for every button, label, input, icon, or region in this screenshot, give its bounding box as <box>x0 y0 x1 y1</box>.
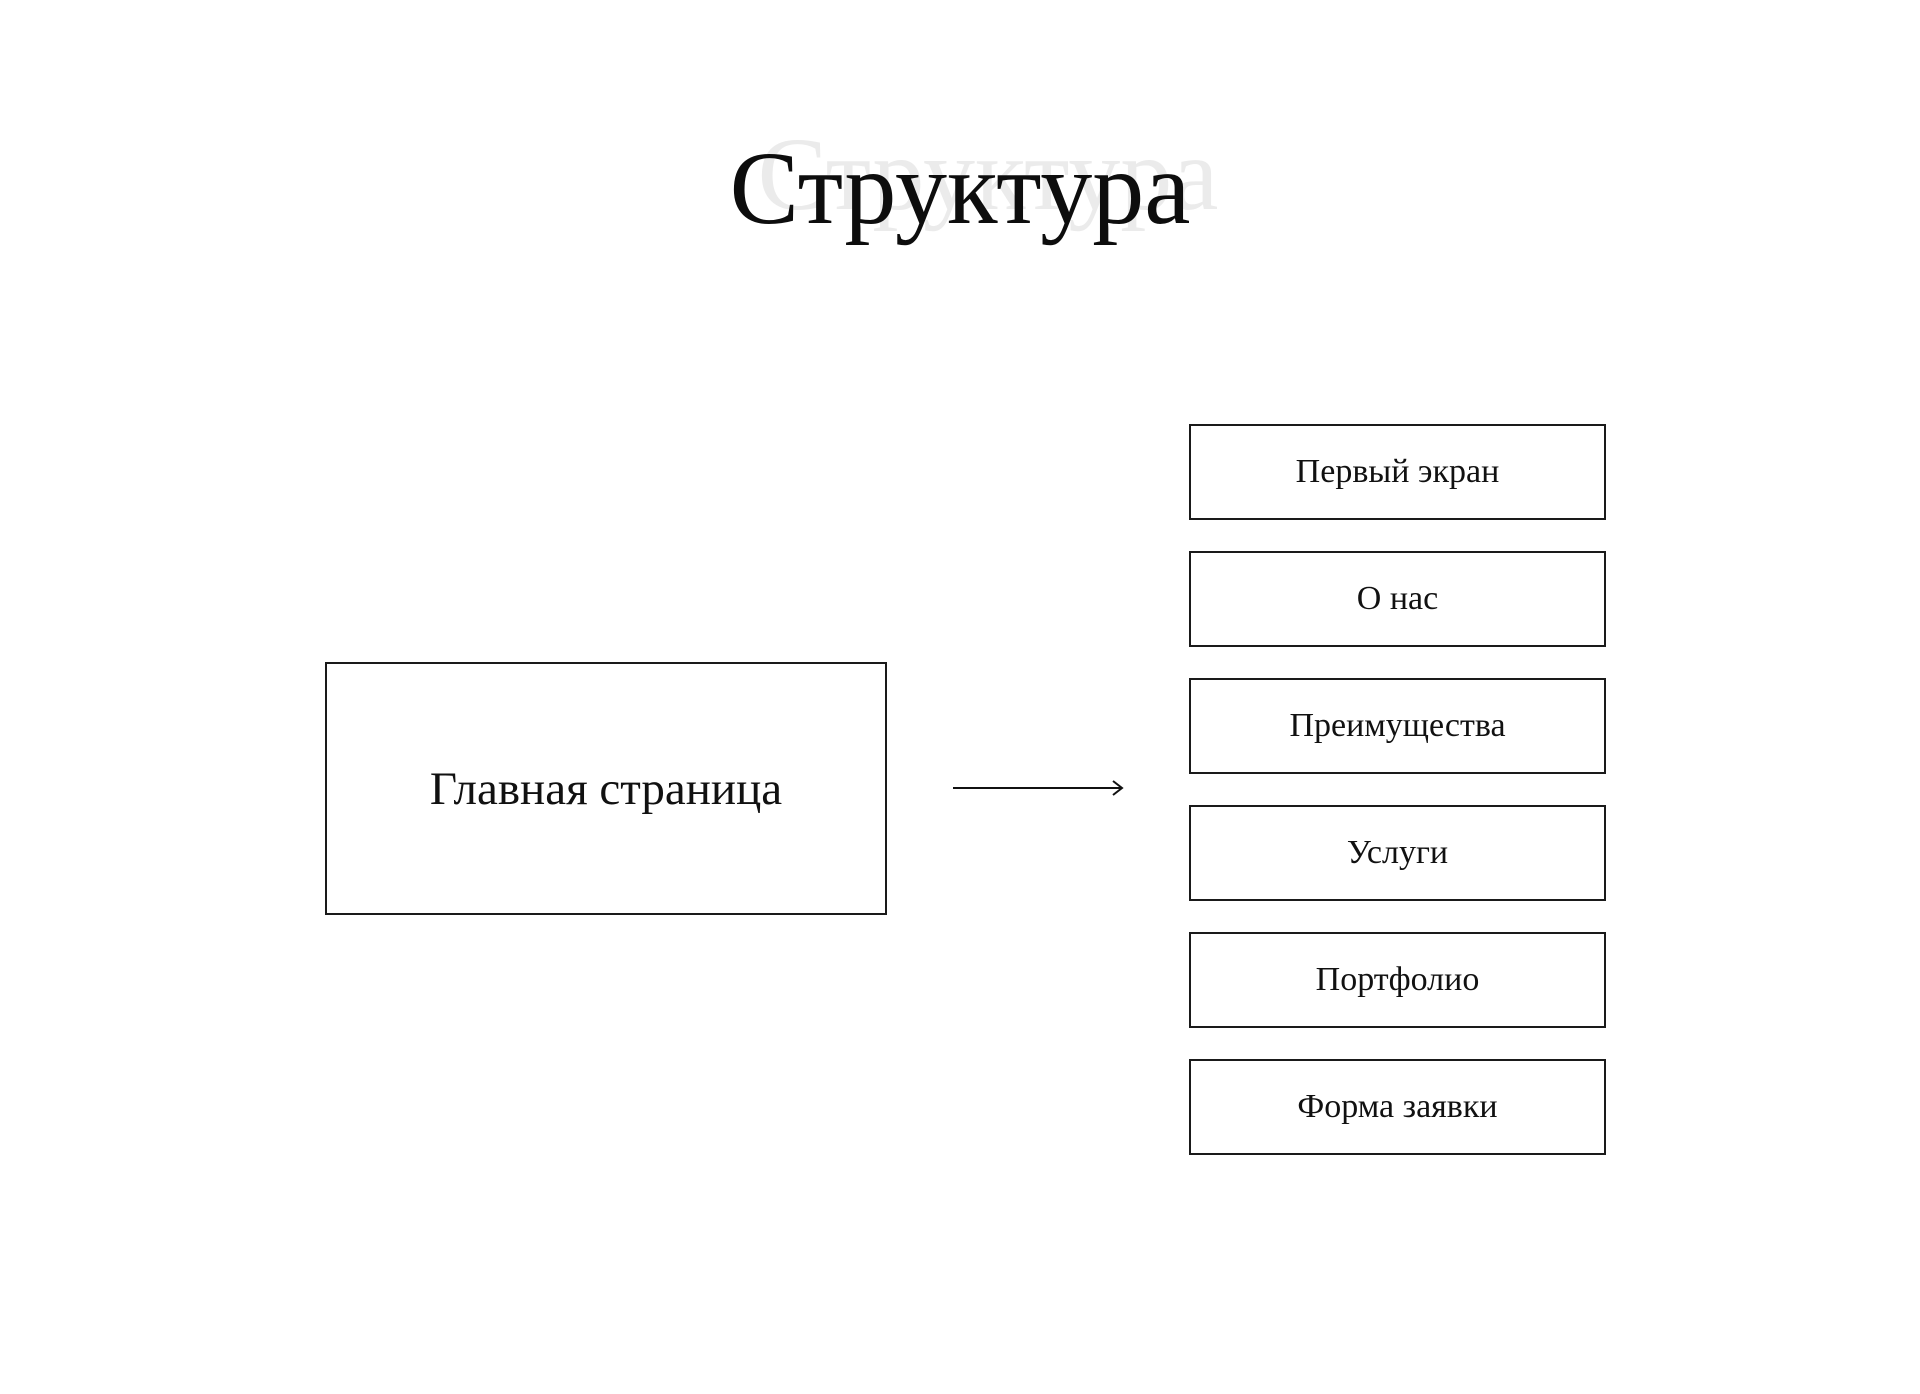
section-node-portfolio: Портфолио <box>1189 932 1606 1028</box>
page-title-watermark: Структура <box>757 117 1219 232</box>
section-label: Форма заявки <box>1297 1088 1498 1125</box>
page-title: Структура <box>729 131 1191 246</box>
section-node-services: Услуги <box>1189 805 1606 901</box>
section-label: Услуги <box>1346 834 1449 871</box>
section-node-request-form: Форма заявки <box>1189 1059 1606 1155</box>
section-label: Портфолио <box>1315 961 1480 998</box>
section-node-about: О нас <box>1189 551 1606 647</box>
section-label: О нас <box>1356 580 1439 617</box>
section-label: Первый экран <box>1295 453 1500 490</box>
title-block: Структура Структура <box>0 105 1920 246</box>
section-node-advantages: Преимущества <box>1189 678 1606 774</box>
right-arrow-icon <box>953 780 1124 796</box>
main-page-label: Главная страница <box>429 762 783 815</box>
sections-list: Первый экран О нас Преимущества Услуги П… <box>1189 424 1606 1186</box>
main-page-node: Главная страница <box>325 662 887 915</box>
section-node-first-screen: Первый экран <box>1189 424 1606 520</box>
section-label: Преимущества <box>1289 707 1506 744</box>
